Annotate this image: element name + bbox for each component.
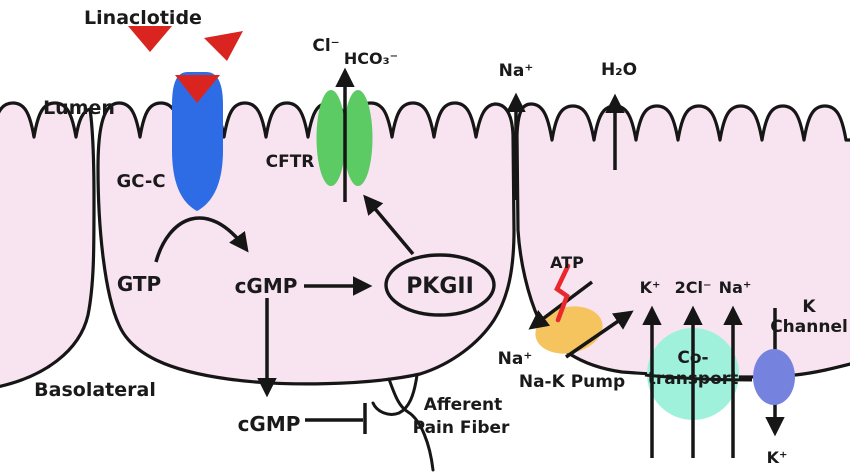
gtp-label: GTP <box>117 272 161 296</box>
afferent-pain-fiber-branch-2 <box>371 373 419 416</box>
2cl-in-label: 2Cl⁻ <box>675 278 712 297</box>
atp-label: ATP <box>550 253 584 272</box>
linaclotide-triangle-2 <box>204 31 243 61</box>
linaclotide-label: Linaclotide <box>84 7 202 29</box>
gcc-label: GC-C <box>116 171 165 192</box>
k-out-label: K⁺ <box>767 448 788 467</box>
gcc-receptor-shape <box>172 72 223 211</box>
k-channel-label-line1: K <box>802 297 816 317</box>
gtp-to-cgmp-arrow <box>154 216 249 263</box>
na-k-pump-label: Na-K Pump <box>519 372 625 392</box>
cftr-channel-left-lobe <box>316 90 346 186</box>
na-in-label: Na⁺ <box>719 278 752 297</box>
afferent-label-line2: Pain Fiber <box>413 418 510 438</box>
afferent-pain-fiber-branch-1 <box>387 377 435 472</box>
cgmp-secreted-label: cGMP <box>238 412 301 436</box>
basolateral-label: Basolateral <box>34 379 156 401</box>
linaclotide-triangle-1 <box>128 26 172 52</box>
pkgii-label: PKGII <box>406 274 474 299</box>
lumen-label: Lumen <box>43 97 115 119</box>
afferent-label-line1: Afferent <box>424 395 503 415</box>
hco3-out-label: HCO₃⁻ <box>344 49 398 68</box>
k-in-label: K⁺ <box>640 278 661 297</box>
pump-k-in-arrow <box>565 310 634 359</box>
k-channel-shape <box>753 349 795 405</box>
na-top-label: Na⁺ <box>499 61 534 81</box>
cl-out-label: Cl⁻ <box>312 36 339 56</box>
pkgii-to-cftr-arrow <box>363 194 415 256</box>
left-cell-membrane <box>0 101 96 388</box>
atp-bolt <box>554 263 571 323</box>
pkgii-ellipse <box>384 253 496 317</box>
cgmp-label: cGMP <box>235 274 298 298</box>
cftr-channel-right-lobe <box>343 90 373 186</box>
k-channel-label-line2: Channel <box>770 317 848 337</box>
cftr-label: CFTR <box>266 152 315 172</box>
cotransport-label-line2: transport <box>648 369 739 389</box>
basolateral-membrane-overlay <box>644 373 753 382</box>
linaclotide-triangle-docked <box>175 75 220 103</box>
h2o-label: H₂O <box>601 60 637 80</box>
main-cell-membrane <box>96 101 516 386</box>
na-paracellular-label: Na⁺ <box>498 349 533 369</box>
cotransport-label-line1: Co- <box>677 348 708 368</box>
